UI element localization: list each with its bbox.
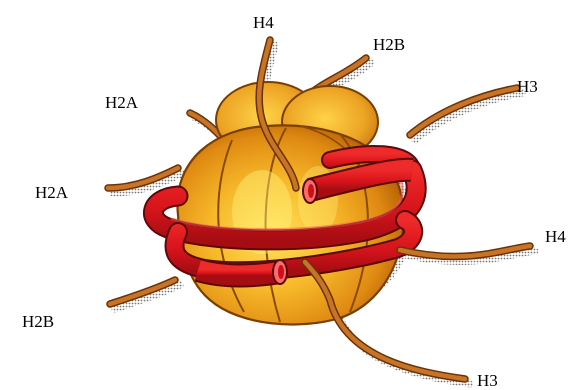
label-h2b-top: H2B bbox=[373, 35, 405, 54]
label-h4-top: H4 bbox=[253, 13, 274, 32]
label-h3-bottom: H3 bbox=[477, 371, 498, 390]
label-h2b-left: H2B bbox=[22, 312, 54, 331]
label-h4-right: H4 bbox=[545, 227, 566, 246]
label-h2a-left: H2A bbox=[35, 183, 69, 202]
histone-octamer bbox=[177, 82, 403, 324]
label-h2a-upper: H2A bbox=[105, 93, 139, 112]
label-h3-right: H3 bbox=[517, 77, 538, 96]
